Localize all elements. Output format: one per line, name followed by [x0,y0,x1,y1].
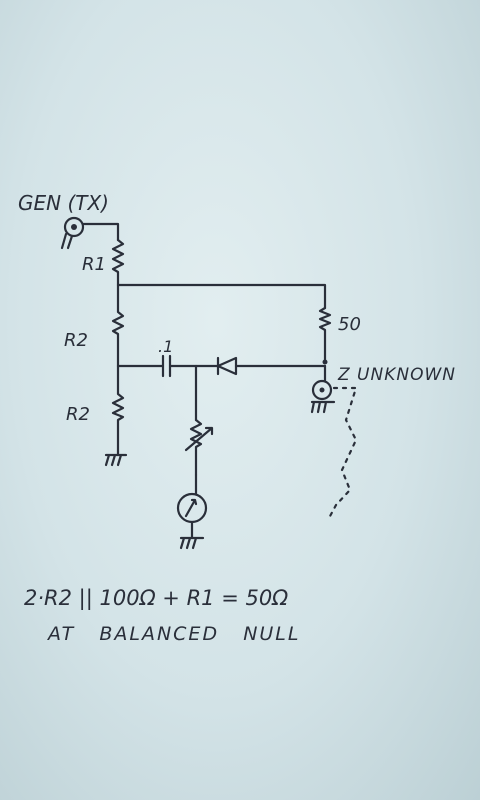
capacitor-label: .1 [158,337,173,356]
top-bus-wire [116,283,327,310]
ground-symbol-r2 [104,450,128,467]
r2-lower-label: R2 [66,404,90,425]
unknown-connector-icon [310,379,336,414]
fifty-ohm-label: 50 [338,314,361,335]
fifty-ohm-resistor [318,306,332,364]
r2-upper-resistor [111,283,125,368]
r2-upper-label: R2 [64,330,88,351]
ground-symbol-meter [179,520,205,550]
r2-lower-resistor [111,364,125,454]
variable-resistor [184,418,214,477]
diode [216,356,238,376]
balanced-null-note: AT BALANCED NULL [46,623,300,645]
unknown-load-dashed [326,386,358,522]
gen-to-r1-wire [81,222,120,242]
meter-icon [176,492,208,524]
r1-resistor [111,238,125,287]
equation-note: 2·R2 || 100Ω + R1 = 50Ω [24,586,288,611]
r1-label: R1 [82,254,106,275]
unknown-node-dot [322,359,328,365]
generator-connector-icon [60,216,85,250]
generator-label: GEN (TX) [18,191,109,215]
unknown-label: Z UNKNOWN [337,365,456,385]
